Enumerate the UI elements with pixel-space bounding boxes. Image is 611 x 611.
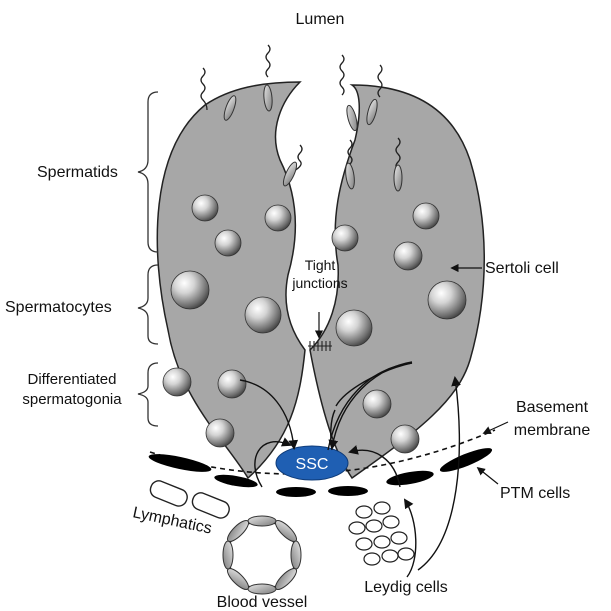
ptm-arrow (478, 468, 498, 484)
label-sertoli: Sertoli cell (485, 260, 559, 277)
leydig-cells (349, 502, 414, 565)
label-lumen: Lumen (296, 11, 345, 28)
label-basement: Basement (516, 399, 589, 416)
label-ssc: SSC (296, 456, 329, 473)
label-junctions: junctions (291, 275, 347, 291)
label-leydig: Leydig cells (364, 579, 448, 596)
basement-arrow (484, 422, 508, 433)
label-membrane: membrane (514, 422, 591, 439)
label-spermatocytes: Spermatocytes (5, 299, 112, 316)
label-spermatogonia: spermatogonia (22, 391, 122, 408)
brace-spermatogonia (138, 363, 158, 426)
label-tight: Tight (305, 257, 336, 273)
blood-vessel (223, 516, 301, 594)
label-spermatids: Spermatids (37, 164, 118, 181)
brace-spermatids (138, 92, 158, 252)
brace-spermatocytes (138, 265, 158, 344)
label-differentiated: Differentiated (28, 371, 117, 388)
label-blood-vessel: Blood vessel (217, 594, 308, 611)
braces (138, 92, 158, 426)
label-ptm: PTM cells (500, 485, 570, 502)
